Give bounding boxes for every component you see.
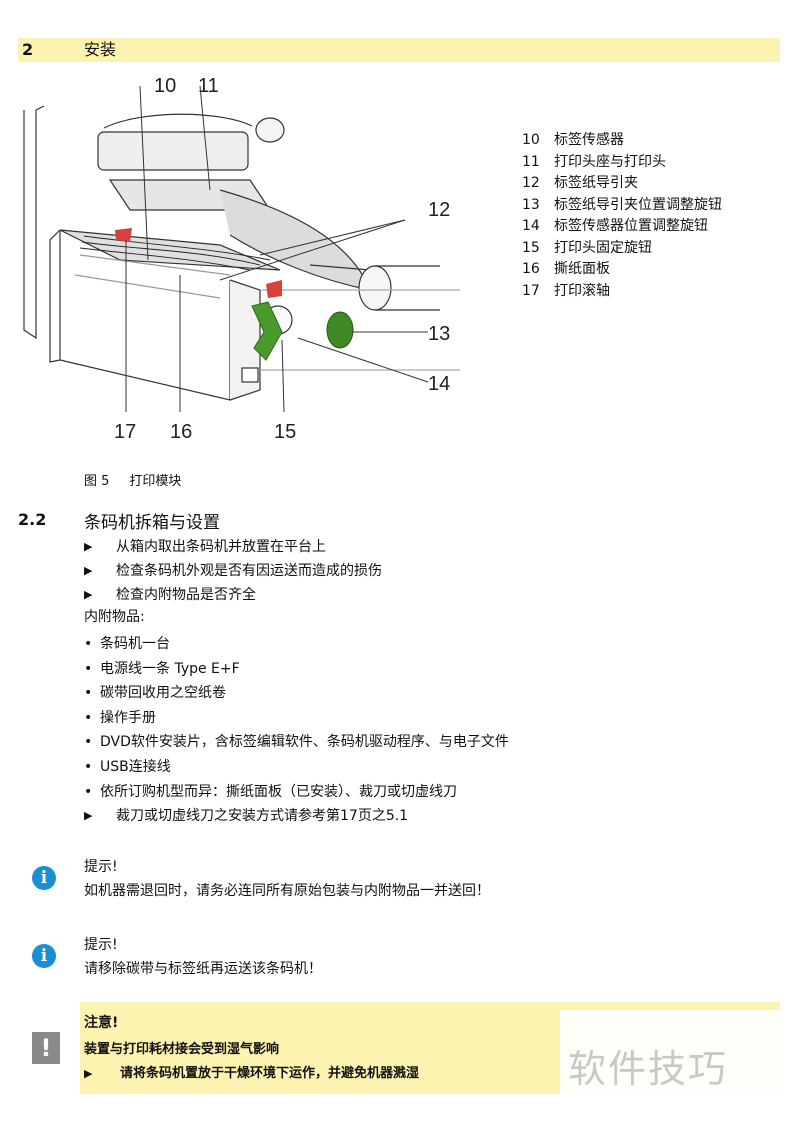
callout-12: 12 [428,199,450,221]
step-item: ▶ 从箱内取出条码机并放置在平台上 [84,535,684,559]
contents-title: 内附物品: [84,609,145,625]
triangle-right-icon: ▶ [84,1067,93,1080]
bullet-icon: • [84,709,93,726]
chapter-header: 2 安装 [18,38,780,62]
triangle-right-icon: ▶ [84,540,93,553]
legend-item: 15 打印头固定旋钮 [522,238,722,260]
warning-step-text: 请将条码机置放于干燥环境下运作，并避免机器溅湿 [120,1066,420,1081]
legend-label: 标签纸导引夹位置调整旋钮 [554,196,722,213]
print-module-figure: 10 11 12 13 14 15 16 17 [23,75,460,443]
section-title: 条码机拆箱与设置 [84,513,220,533]
bullet-icon: • [84,636,93,652]
legend-label: 标签传感器 [554,132,624,148]
legend-label: 标签纸导引夹 [554,175,638,191]
legend-number: 15 [522,239,540,256]
legend-label: 标签传感器位置调整旋钮 [554,218,708,234]
caption-text: 打印模块 [129,474,182,489]
list-item-text: 依所订购机型而异：撕纸面板（已安装）、裁刀或切虚线刀 [100,783,457,800]
callout-16: 16 [170,421,192,443]
legend-label: 打印头固定旋钮 [554,239,652,256]
bullet-icon: • [84,660,93,677]
triangle-right-icon: ▶ [84,564,93,577]
callout-14: 14 [428,373,450,395]
list-item-text: 电源线一条 Type E+F [100,660,240,677]
note-text: 请移除碳带与标签纸再运送该条码机！ [84,961,322,977]
legend-label: 打印头座与打印头 [554,153,666,170]
step-text: 从箱内取出条码机并放置在平台上 [116,539,326,555]
warning-text: 装置与打印耗材接会受到湿气影响 [84,1042,280,1057]
warning-title: 注意! [84,1015,119,1031]
info-icon: i [32,866,56,890]
step-text: 检查内附物品是否齐全 [116,587,256,603]
note-title: 提示! [84,937,118,953]
note-title: 提示! [84,859,118,875]
legend-item: 11 打印头座与打印头 [522,152,722,174]
callout-15: 15 [274,421,296,443]
step-text: 裁刀或切虚线刀之安装方式请参考第17页之5.1 [116,808,409,824]
triangle-right-icon: ▶ [84,588,93,601]
legend-number: 12 [522,175,540,191]
list-item-text: 碳带回收用之空纸卷 [100,685,226,702]
watermark-text: 软件技巧 [568,1047,729,1091]
legend-number: 14 [522,218,540,234]
legend-item: 14 标签传感器位置调整旋钮 [522,216,722,238]
bullet-icon: • [84,734,93,751]
legend-item: 13 标签纸导引夹位置调整旋钮 [522,195,722,217]
step-text: 检查条码机外观是否有因运送而造成的损伤 [116,563,382,579]
bullet-icon: • [84,685,93,702]
legend-item: 12 标签纸导引夹 [522,173,722,195]
legend-label: 打印滚轴 [554,282,610,299]
legend-label: 撕纸面板 [554,261,610,277]
legend-number: 11 [522,153,540,170]
caption-label: 图 5 [84,474,110,489]
bullet-icon: • [84,758,93,775]
figure-legend: 10 标签传感器 11 打印头座与打印头 12 标签纸导引夹 13 标签纸导引夹位置调整… [522,130,722,302]
callout-13: 13 [428,323,450,345]
exclamation-icon: ! [32,1032,60,1064]
figure-caption: 图 5 打印模块 [84,470,181,489]
legend-number: 13 [522,196,540,213]
legend-number: 17 [522,282,540,299]
legend-item: 16 撕纸面板 [522,259,722,281]
legend-number: 16 [522,261,540,277]
info-icon: i [32,944,56,968]
chapter-title: 安装 [84,40,117,59]
warning-step: ▶ 请将条码机置放于干燥环境下运作，并避免机器溅湿 [84,1062,544,1086]
triangle-right-icon: ▶ [84,809,93,822]
list-item-text: DVD软件安装片，含标签编辑软件、条码机驱动程序、与电子文件 [100,734,509,751]
list-item-text: 操作手册 [100,709,156,726]
legend-item: 17 打印滚轴 [522,281,722,303]
callout-10: 10 [154,75,176,97]
note-text: 如机器需退回时，请务必连同所有原始包装与内附物品一并送回！ [84,883,490,899]
step-item: ▶ 检查条码机外观是否有因运送而造成的损伤 [84,559,684,583]
legend-item: 10 标签传感器 [522,130,722,152]
section-number: 2.2 [18,510,47,529]
chapter-number: 2 [22,40,34,59]
legend-number: 10 [522,132,540,148]
bullet-icon: • [84,783,93,800]
watermark: 软件技巧 [560,1010,800,1120]
step-item: ▶ 检查内附物品是否齐全 [84,583,684,607]
list-item-text: 条码机一台 [100,636,170,652]
list-item-text: USB连接线 [100,758,171,775]
step-item: ▶ 裁刀或切虚线刀之安装方式请参考第17页之5.1 [84,804,684,828]
callout-11: 11 [198,75,219,97]
callout-17: 17 [114,421,136,443]
